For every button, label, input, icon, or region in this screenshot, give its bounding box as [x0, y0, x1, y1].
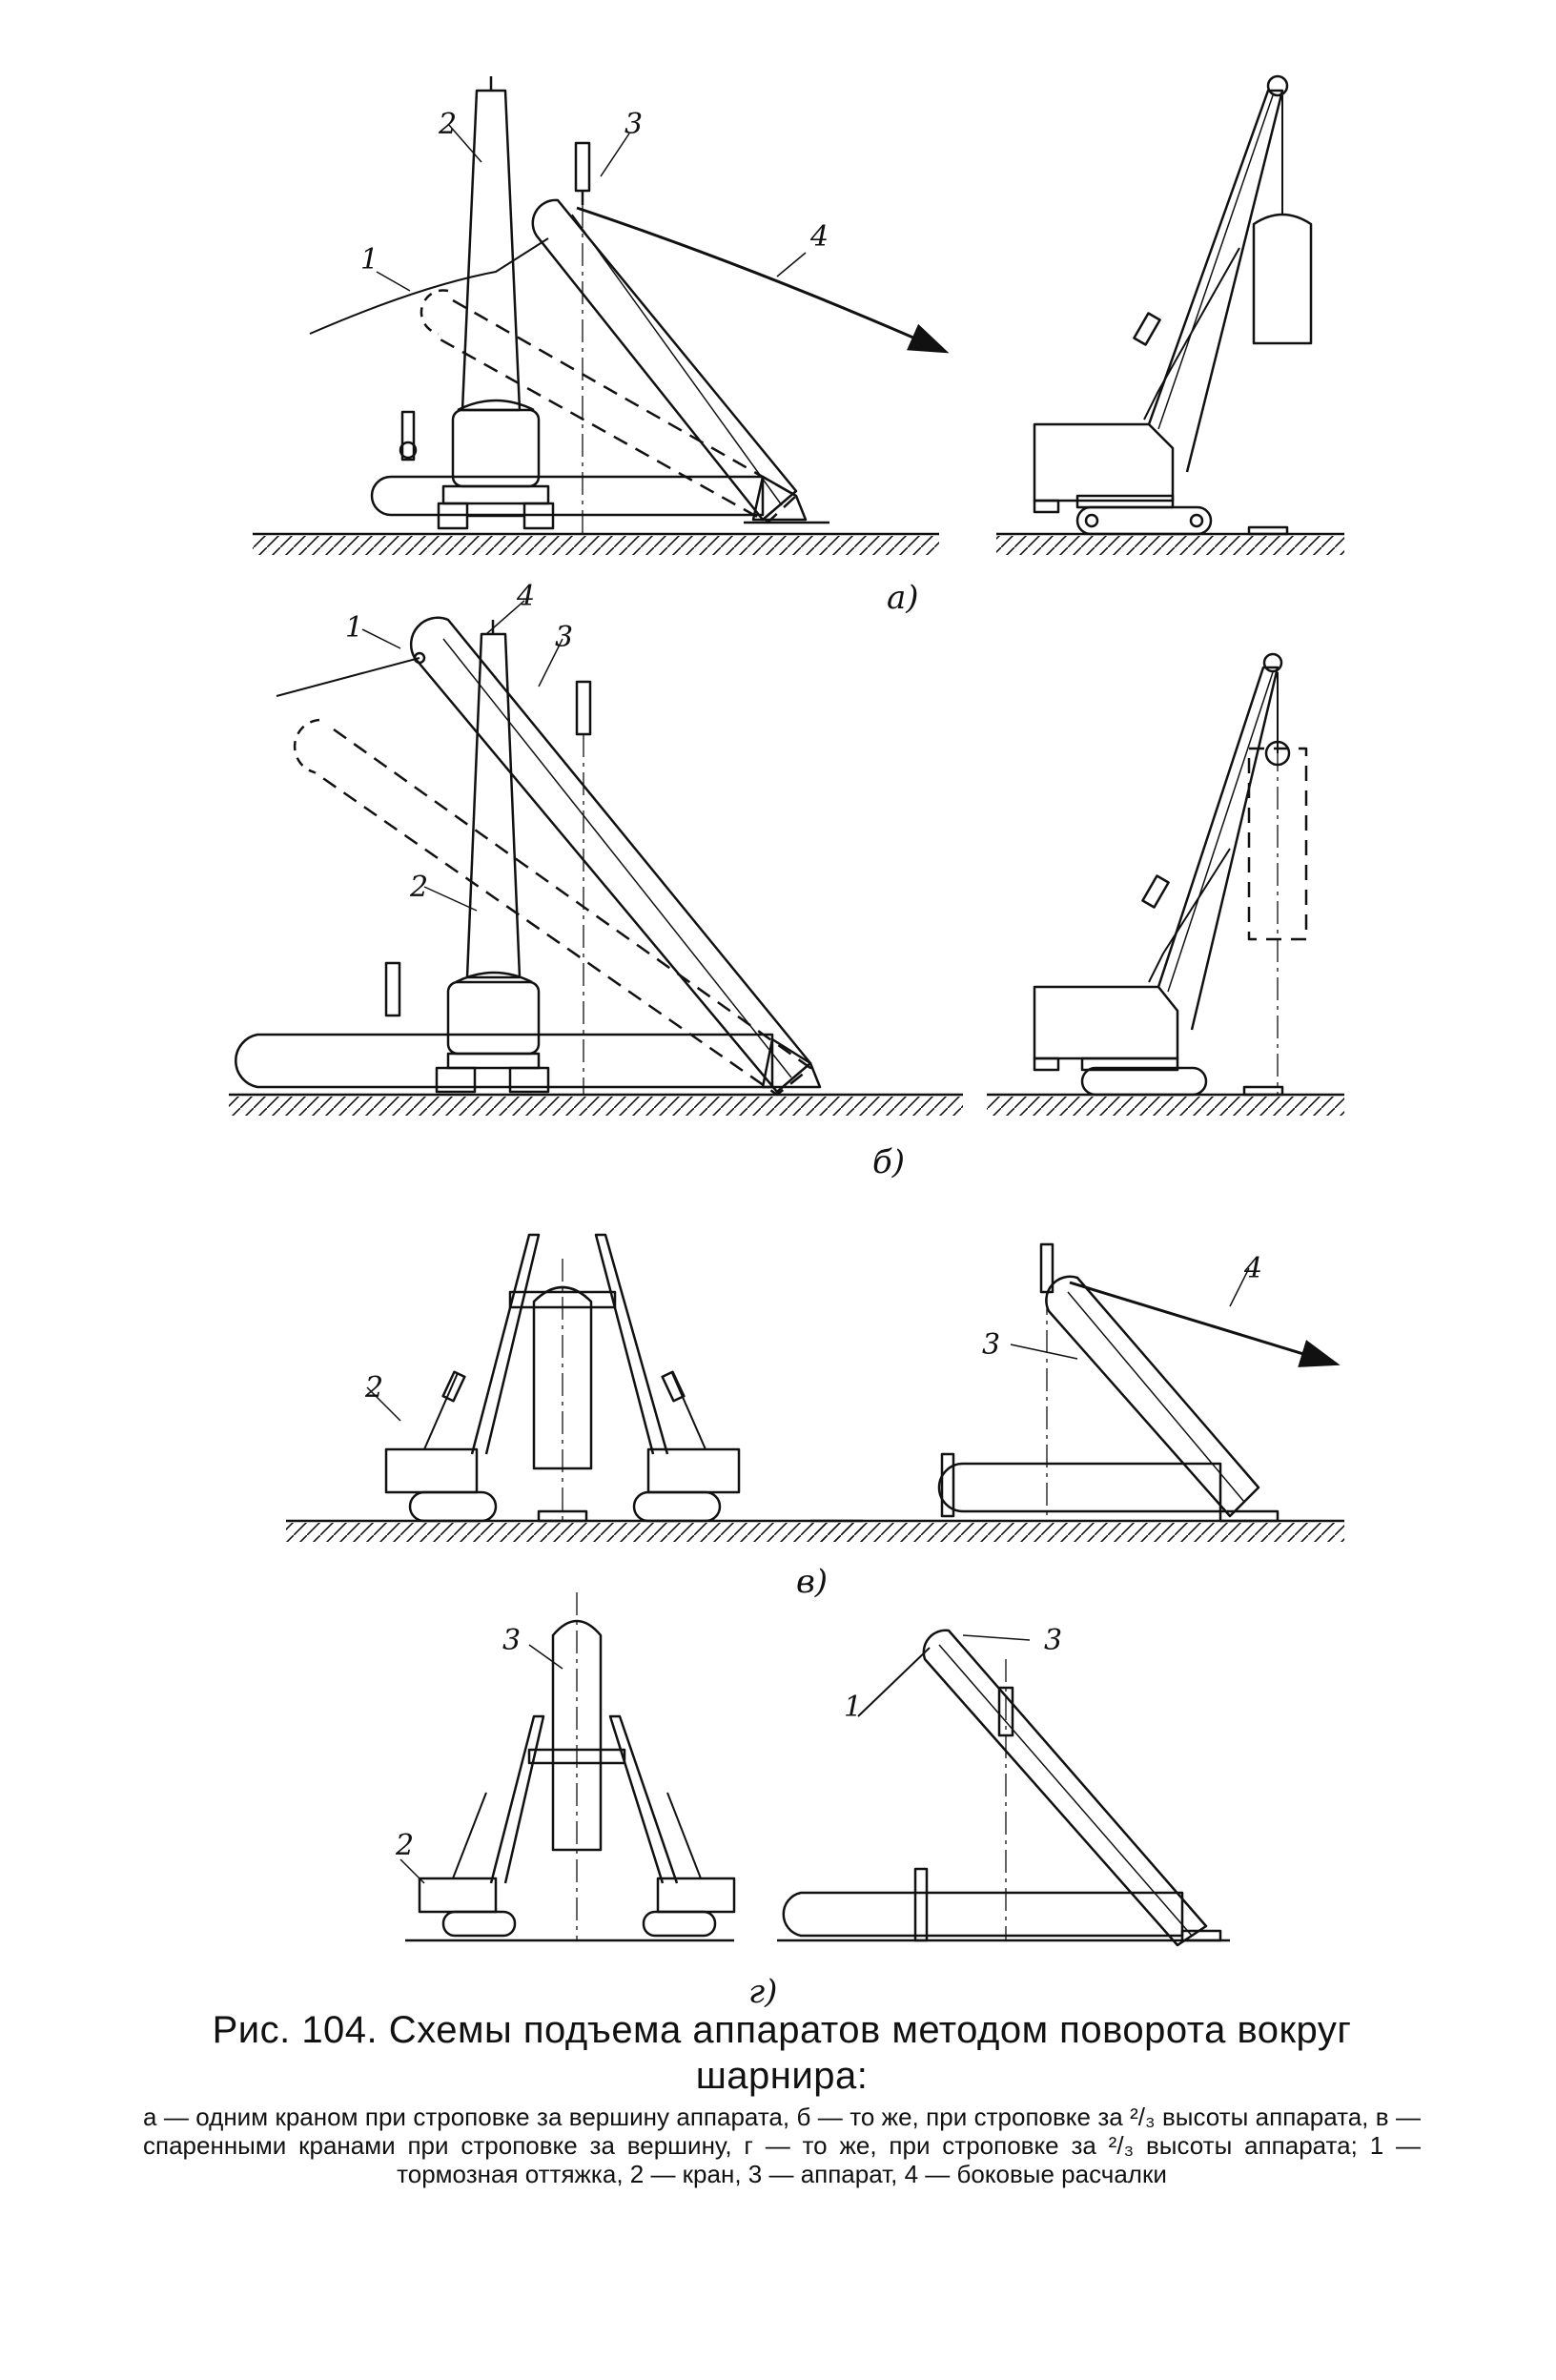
- panel-b-label: б): [872, 1143, 905, 1181]
- figure-diagram: 1 2 3 4 а) 1 2 3 4 б) 2 3 4 в) 1 2 3 3 г…: [229, 74, 1344, 2011]
- panel-g-callout-1: 1: [844, 1691, 862, 1724]
- panel-a-callout-3: 3: [624, 108, 643, 141]
- panel-v: [286, 1233, 1344, 1542]
- panel-v-callout-4: 4: [1243, 1252, 1262, 1285]
- panel-g-callout-3-left: 3: [502, 1624, 521, 1657]
- panel-a-callout-4: 4: [809, 220, 829, 254]
- panel-v-callout-3: 3: [982, 1328, 1000, 1362]
- panel-a-callout-1: 1: [360, 243, 379, 277]
- panel-g-callout-3-right: 3: [1044, 1624, 1062, 1657]
- panel-v-label: в): [796, 1563, 828, 1601]
- panel-b-callout-4: 4: [516, 580, 535, 613]
- panel-b-callout-2: 2: [409, 871, 428, 904]
- caption-title: Рис. 104. Схемы подъема аппаратов методо…: [212, 2009, 1352, 2097]
- panel-g-callout-2: 2: [395, 1829, 414, 1862]
- panel-b: [229, 600, 1344, 1116]
- panel-g-label: г): [748, 1973, 777, 2011]
- panel-v-callout-2: 2: [364, 1371, 383, 1405]
- panel-b-callout-1: 1: [345, 611, 363, 645]
- caption-body: а — одним краном при строповке за вершин…: [143, 2103, 1421, 2188]
- panel-a: [253, 74, 1344, 555]
- panel-a-label: а): [887, 579, 919, 617]
- panel-g: [399, 1592, 1230, 1947]
- panel-a-callout-2: 2: [438, 108, 457, 141]
- figure-caption: Рис. 104. Схемы подъема аппаратов методо…: [143, 2007, 1421, 2188]
- panel-b-callout-3: 3: [555, 621, 573, 654]
